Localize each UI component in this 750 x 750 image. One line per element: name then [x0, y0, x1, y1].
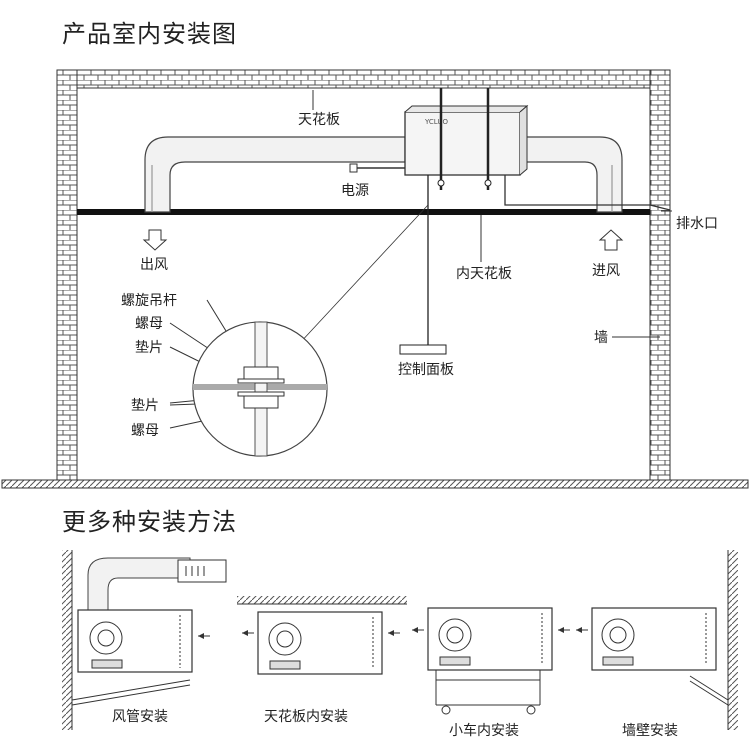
washer-bottom-label: 垫片: [131, 398, 159, 414]
method-cart-drawing: [412, 607, 570, 715]
screw-rod-label: 螺旋吊杆: [121, 293, 177, 309]
inner-ceiling-label: 内天花板: [456, 266, 512, 282]
detail-magnifier: [192, 321, 328, 457]
roof-brick: [56, 69, 671, 89]
nut-top-label: 螺母: [135, 316, 163, 332]
wall-label: 墙: [594, 330, 608, 346]
dehumidifier-unit: YCLUO: [404, 104, 529, 176]
power-label: 电源: [341, 183, 369, 199]
nut-bottom-label: 螺母: [131, 423, 159, 439]
drain-pipe: [504, 175, 671, 211]
main-title: 产品室内安装图: [62, 20, 237, 48]
method-caption-ceiling: 天花板内安装: [264, 709, 348, 725]
method-caption-wall: 墙壁安装: [622, 723, 678, 739]
method-wall-drawing: [576, 550, 738, 730]
washer-top-label: 垫片: [135, 340, 163, 356]
building-walls: [1, 69, 749, 489]
ceiling-label: 天花板: [298, 112, 340, 128]
drain-label: 排水口: [676, 216, 718, 232]
hanger-rods: [439, 88, 490, 190]
control-panel-label: 控制面板: [398, 362, 454, 378]
left-duct: [144, 136, 406, 213]
ground-strip: [1, 479, 749, 489]
inlet-label: 进风: [592, 263, 620, 279]
method-caption-cart: 小车内安装: [449, 723, 519, 739]
inner-ceiling-bar: [77, 209, 650, 215]
right-wall-brick: [649, 69, 671, 481]
control-panel-box: [399, 344, 447, 355]
power-plug: [349, 163, 358, 173]
more-methods-title: 更多种安装方法: [62, 508, 237, 536]
method-ceiling-drawing: [237, 596, 407, 675]
method-duct-drawing: [62, 550, 227, 730]
left-wall-brick: [56, 69, 78, 481]
outlet-label: 出风: [140, 257, 168, 273]
outlet-arrow-icon: [142, 229, 168, 251]
right-duct: [519, 136, 623, 213]
method-caption-duct: 风管安装: [112, 709, 168, 725]
inlet-arrow-icon: [598, 229, 624, 251]
unit-brand-text: YCLUO: [424, 118, 448, 126]
